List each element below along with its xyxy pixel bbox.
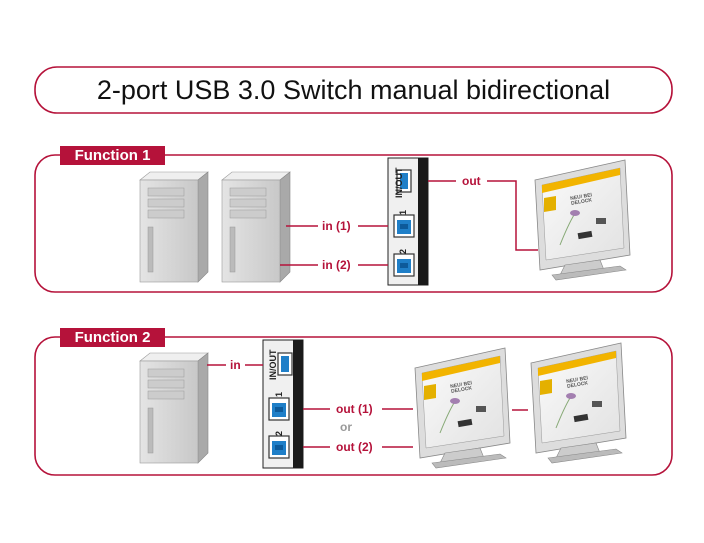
label-in-1: in (1) <box>322 219 351 233</box>
function2-label: Function 2 <box>60 328 165 347</box>
usb-switch-2 <box>262 339 304 469</box>
port-label-1: 1 <box>398 209 408 215</box>
monitor-2 <box>414 347 511 469</box>
usb-b-port-icon <box>393 214 415 238</box>
label-out-2: out (2) <box>336 440 373 454</box>
port-label-2: 2 <box>398 248 408 254</box>
usb-switch-1 <box>387 157 429 286</box>
usb-a-port-icon <box>277 352 293 376</box>
port-label-inout: IN/OUT <box>394 167 404 199</box>
connection-lines-2 <box>207 364 528 448</box>
label-in: in <box>230 358 241 372</box>
usb-b-port-icon <box>393 253 415 277</box>
function1-label: Function 1 <box>60 146 165 165</box>
monitor-3 <box>530 342 627 464</box>
monitor-1 <box>534 159 631 281</box>
label-or: or <box>340 420 352 434</box>
usb-b-port-icon <box>268 435 290 459</box>
function1-frame <box>34 154 673 293</box>
title-frame <box>34 66 673 114</box>
page-title: 2-port USB 3.0 Switch manual bidirection… <box>96 74 611 105</box>
port-label-inout: IN/OUT <box>268 349 278 381</box>
label-in-2: in (2) <box>322 258 351 272</box>
computer-tower-1 <box>139 171 209 283</box>
connection-lines-1 <box>280 180 538 266</box>
computer-tower-3 <box>139 352 209 464</box>
function2-frame <box>34 336 673 476</box>
usb-b-port-icon <box>268 397 290 421</box>
port-label-1: 1 <box>274 391 284 397</box>
computer-tower-2 <box>221 171 291 283</box>
label-out-1: out (1) <box>336 402 373 416</box>
label-out: out <box>462 174 481 188</box>
port-label-2: 2 <box>274 430 284 436</box>
